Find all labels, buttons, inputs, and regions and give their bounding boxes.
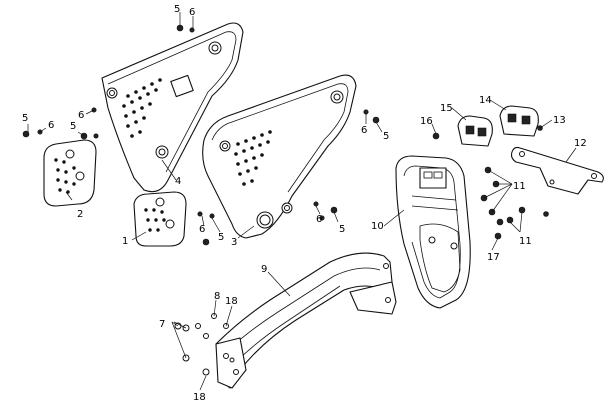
callout-7: 7: [159, 319, 165, 330]
small-plate-center: [133, 191, 187, 247]
callout-labels: 1 2 3 4 5 5 5 5 5 5 6 6 6 6 6 6 7 8 9 10…: [22, 4, 587, 403]
callout-12: 12: [574, 138, 587, 149]
callout-6-left: 6: [48, 120, 54, 131]
callout-9: 9: [261, 264, 267, 275]
callout-6-top: 6: [189, 7, 195, 18]
callout-5-left: 5: [22, 113, 28, 124]
callout-18-lower: 18: [193, 392, 206, 403]
tail-light: [395, 155, 471, 309]
callout-3: 3: [231, 237, 237, 248]
leader-lines: [27, 12, 577, 391]
callout-11-lower: 11: [519, 236, 532, 247]
rear-lamp-14: [499, 105, 539, 137]
callout-17: 17: [487, 252, 500, 263]
vent-holes-cover-3: [234, 130, 272, 186]
callout-1: 1: [122, 236, 128, 247]
rear-bracket-arm: [215, 252, 397, 389]
callout-6-left-2: 6: [78, 110, 84, 121]
small-plate-left: [43, 139, 97, 207]
callout-16: 16: [420, 116, 433, 127]
side-cover-center: [202, 74, 357, 239]
callout-5-top: 5: [174, 4, 180, 15]
callout-11-upper: 11: [513, 181, 526, 192]
callout-6-upper-right: 6: [361, 125, 367, 136]
rear-lamp-15: [457, 115, 493, 147]
vent-holes-plate-1: [144, 208, 166, 232]
license-bracket: [510, 146, 604, 195]
callout-6-right: 6: [316, 214, 322, 225]
callout-5-left-2: 5: [70, 121, 76, 132]
callout-15: 15: [440, 103, 453, 114]
vent-holes-plate-2: [54, 158, 76, 194]
callout-5-upper-right: 5: [383, 131, 389, 142]
callout-18-upper: 18: [225, 296, 238, 307]
callout-2: 2: [77, 209, 83, 220]
callout-14: 14: [479, 95, 492, 106]
callout-5-center: 5: [218, 232, 224, 243]
vent-holes-cover-4: [122, 78, 162, 138]
callout-4: 4: [175, 176, 181, 187]
callout-6-center: 6: [199, 224, 205, 235]
callout-8: 8: [214, 291, 220, 302]
callout-10: 10: [371, 221, 384, 232]
callout-5-right: 5: [339, 224, 345, 235]
callout-13: 13: [553, 115, 566, 126]
side-cover-left: [101, 22, 244, 193]
